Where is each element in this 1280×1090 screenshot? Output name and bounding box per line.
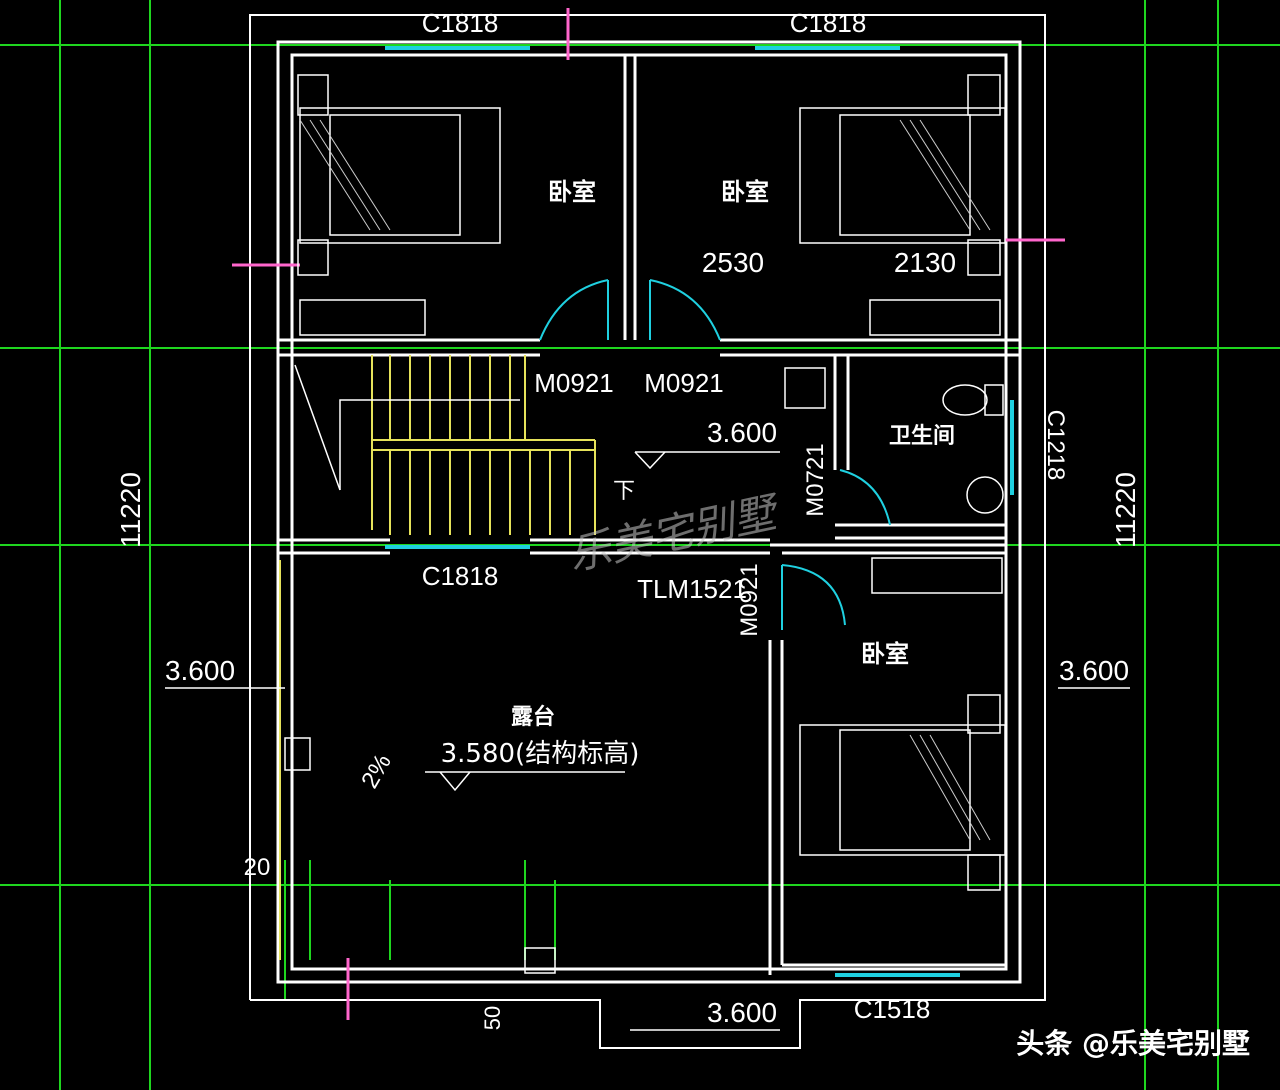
room-label-bedroom3: 卧室	[861, 640, 909, 668]
level-left: 3.600	[165, 655, 235, 686]
bed-hatching	[299, 119, 991, 841]
staircase[interactable]	[279, 355, 596, 960]
level-right: 3.600	[1059, 655, 1129, 686]
window-label-stair: C1818	[422, 561, 499, 591]
outer-boundary	[249, 14, 1046, 1049]
window-label-top-left: C1818	[422, 8, 499, 38]
dim-wardrobe-left: 2530	[702, 247, 764, 278]
stair-down-label: 下	[613, 479, 635, 504]
overall-dim-right: 11220	[1110, 472, 1141, 548]
door-label-bedroom2: M0921	[644, 368, 724, 398]
door-label-bathroom: M0721	[802, 443, 829, 516]
door-label-bedroom1: M0921	[534, 368, 614, 398]
credit-text: 头条 @乐美宅别墅	[1016, 1027, 1250, 1060]
dim-small-bottom: 50	[480, 1006, 505, 1030]
room-label-terrace: 露台	[511, 704, 555, 730]
level-floor: 3.600	[707, 417, 777, 448]
windows-glazing	[385, 46, 1014, 977]
dim-wardrobe-right: 2130	[894, 247, 956, 278]
door-swings	[539, 279, 891, 630]
window-label-bottom: C1518	[854, 994, 931, 1024]
window-label-top-right: C1818	[790, 8, 867, 38]
section-markers	[232, 8, 1065, 1020]
window-label-bathroom: C1218	[1042, 410, 1069, 481]
room-label-bathroom: 卫生间	[889, 424, 955, 449]
room-label-bedroom2: 卧室	[721, 178, 769, 206]
level-bottom: 3.600	[707, 997, 777, 1028]
slope-label: 2%	[356, 749, 397, 793]
dim-small-left: 20	[244, 854, 271, 881]
room-label-bedroom1: 卧室	[548, 178, 596, 206]
level-terrace: 3.580(结构标高)	[441, 739, 640, 769]
stair-arrow	[294, 364, 520, 491]
walls	[276, 40, 1022, 984]
door-label-terrace: TLM1521	[637, 574, 747, 604]
furniture	[284, 74, 1006, 974]
door-label-bedroom3: M0921	[736, 563, 763, 636]
level-marker-terrace	[425, 771, 625, 792]
overall-dim-left: 11220	[115, 472, 146, 548]
level-marker-floor	[634, 451, 780, 470]
